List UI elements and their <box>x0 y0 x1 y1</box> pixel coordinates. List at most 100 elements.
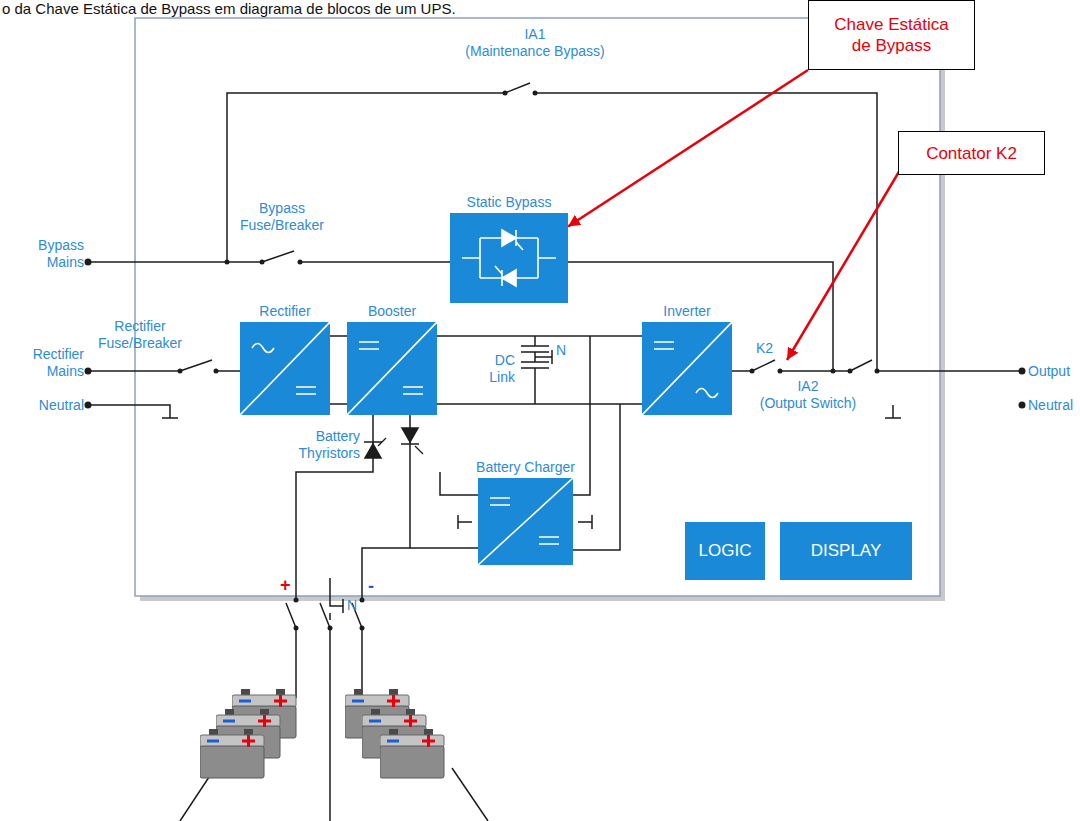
contactor-tag: K2 <box>756 340 773 357</box>
switch-contact <box>503 91 508 96</box>
battery-charger-block: Battery Charger <box>478 478 573 565</box>
terminal-dot <box>85 259 92 266</box>
battery-switch-positive <box>286 578 296 698</box>
switch-label: (Output Switch) <box>753 395 863 412</box>
switch-contact <box>294 626 299 631</box>
battery-neutral-symbol <box>330 578 343 613</box>
dc-bus-wire <box>330 403 347 405</box>
callout-arrow <box>568 70 808 227</box>
caption: o da Chave Estática de Bypass em diagram… <box>2 0 456 17</box>
thyristor-gate <box>378 438 386 446</box>
converter-symbol <box>240 322 330 415</box>
symbol-stroke <box>359 342 379 349</box>
input-label: Rectifier Mains <box>10 346 84 380</box>
bypass-mains-wire <box>88 261 262 263</box>
output-label: Output <box>1028 363 1070 380</box>
panel-text: DISPLAY <box>811 541 882 561</box>
battery-switch-neutral <box>320 603 330 821</box>
rectifier-block: Rectifier <box>240 322 330 415</box>
inverter-block: Inverter <box>642 322 732 415</box>
block-title: Booster <box>368 303 416 320</box>
block-title: Inverter <box>663 303 710 320</box>
symbol-stroke <box>502 270 516 286</box>
symbol-stroke <box>478 478 573 565</box>
breaker-label: Bypass Fuse/Breaker <box>232 200 332 234</box>
switch-contact <box>848 369 853 374</box>
callout-text: Contator K2 <box>926 143 1017 164</box>
switch-tag: IA1 <box>505 26 565 43</box>
battery-negative-wire <box>362 415 410 578</box>
dc-link-neutral <box>535 350 552 364</box>
charger-output-wire <box>410 547 478 549</box>
symbol-stroke <box>495 266 502 286</box>
battery <box>380 729 444 778</box>
charger-ground-symbol <box>578 515 592 529</box>
switch-tag: IA2 <box>785 378 831 395</box>
switch-contact <box>778 369 783 374</box>
symbol-stroke <box>539 537 559 544</box>
terminal-dot <box>1019 402 1026 409</box>
symbol-stroke <box>462 238 556 278</box>
dc-bus-wire <box>437 335 642 337</box>
symbol-stroke <box>240 322 330 415</box>
switch-contact <box>750 369 755 374</box>
callout-box: Chave Estática de Bypass <box>808 0 975 70</box>
symbol-stroke <box>654 342 674 349</box>
switch-contact <box>260 260 265 265</box>
ia1-switch-blade <box>505 83 530 93</box>
converter-symbol <box>478 478 573 565</box>
neutral-label: Neutral <box>1028 397 1073 414</box>
display-panel: DISPLAY <box>780 522 912 580</box>
converter-symbol <box>642 322 732 415</box>
symbol-stroke <box>296 387 316 394</box>
thyristor-gate <box>415 446 423 454</box>
neutral-tag: N <box>347 597 357 614</box>
junction-dot <box>831 369 836 374</box>
k2-contactor-blade <box>752 360 775 371</box>
terminal-dot <box>85 402 92 409</box>
switch-contact <box>360 626 365 631</box>
breaker-label: Rectifier Fuse/Breaker <box>90 318 190 352</box>
terminal-dot <box>85 368 92 375</box>
neutral-ground-symbol <box>88 405 178 418</box>
switch-contact <box>328 626 333 631</box>
battery-thyristor <box>401 428 419 444</box>
symbol-stroke <box>516 230 523 250</box>
rectifier-breaker-blade <box>180 360 212 371</box>
ia2-switch-blade <box>850 360 872 371</box>
symbol-stroke <box>696 389 718 398</box>
dc-bus-wire <box>437 403 642 405</box>
block-title: Battery Charger <box>476 459 575 476</box>
callout-box: Contator K2 <box>898 131 1045 175</box>
converter-symbol <box>450 213 568 303</box>
rectifier-input-wire <box>216 370 240 372</box>
symbol-stroke <box>252 344 274 353</box>
input-label: Bypass Mains <box>22 237 84 271</box>
switch-contact <box>178 369 183 374</box>
logic-panel: LOGIC <box>685 522 765 580</box>
static-bypass-block: Static Bypass <box>450 213 568 303</box>
battery-switch-negative <box>352 578 362 698</box>
charger-output-wire <box>440 472 478 495</box>
dc-link-label: DC Link <box>470 352 515 386</box>
output-wire <box>780 370 850 372</box>
output-wire <box>877 370 1022 372</box>
ups-housing <box>135 18 940 596</box>
block-title: Rectifier <box>259 303 310 320</box>
symbol-stroke <box>642 322 732 415</box>
callout-text: Chave Estática de Bypass <box>827 14 956 56</box>
block-title: Static Bypass <box>467 194 552 211</box>
converter-symbol <box>347 322 437 415</box>
bypass-breaker-blade <box>262 251 294 262</box>
switch-contact <box>298 260 303 265</box>
dc-bus-wire <box>330 335 347 337</box>
inverter-output-wire <box>732 370 752 372</box>
polarity-sign: - <box>368 576 374 596</box>
charger-ground-symbol <box>458 515 472 529</box>
symbol-stroke <box>403 387 423 394</box>
symbol-stroke <box>347 322 437 415</box>
panel-text: LOGIC <box>699 541 752 561</box>
charger-input-wire <box>573 336 590 495</box>
